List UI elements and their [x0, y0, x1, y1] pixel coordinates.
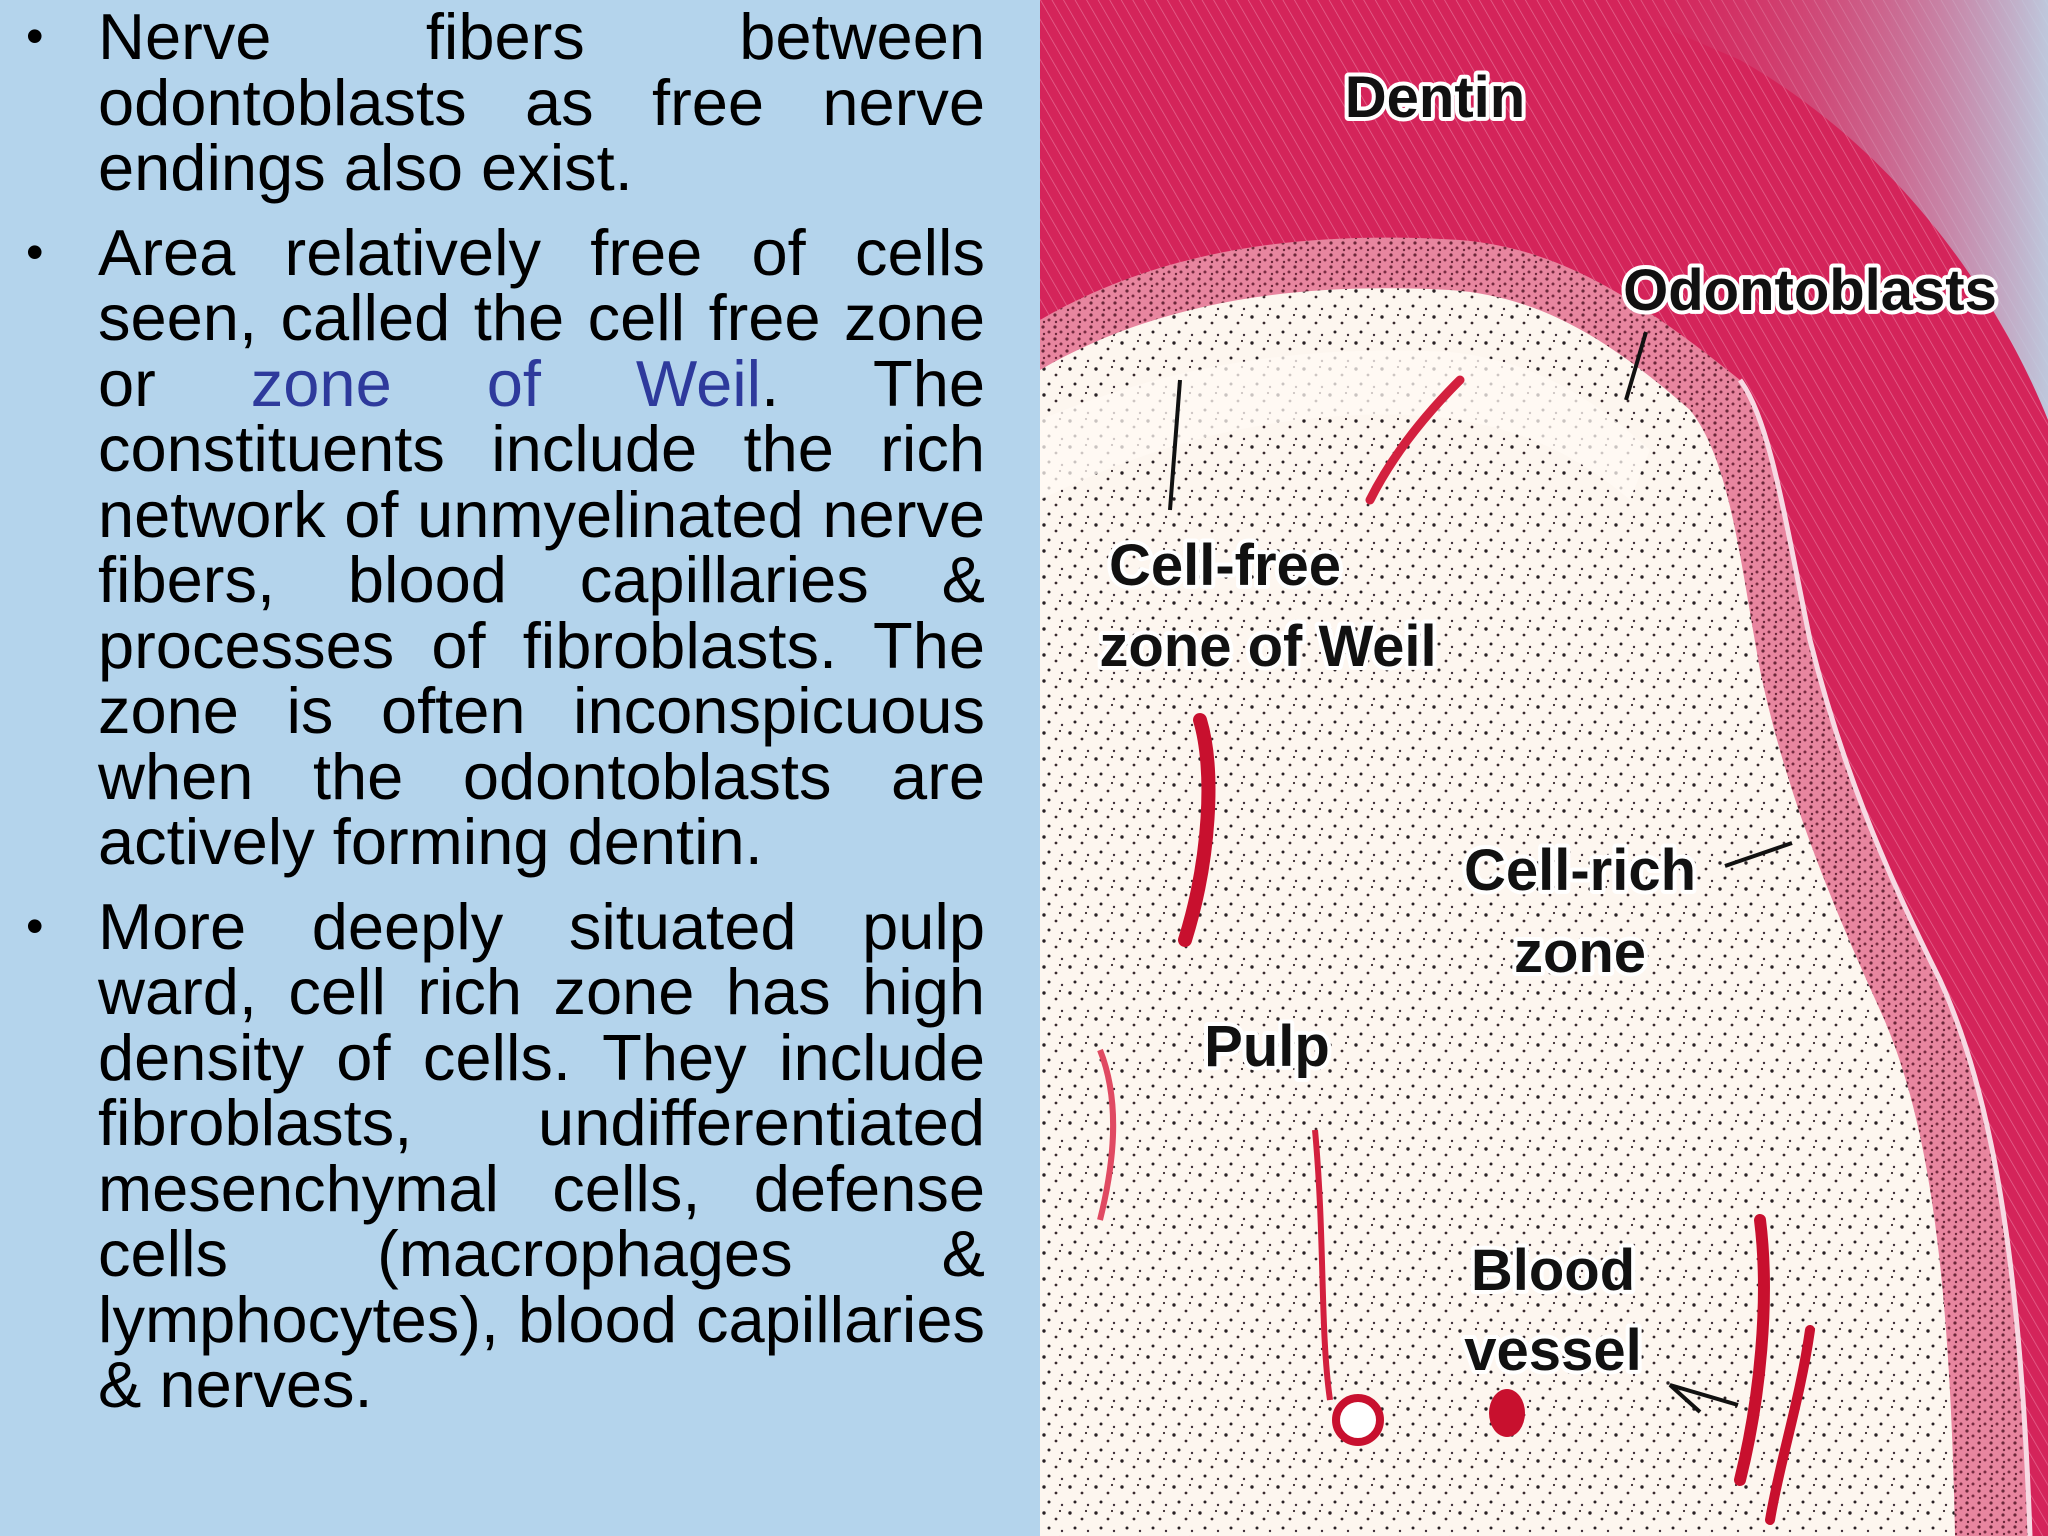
blood-vessel-4: [1734, 1214, 1770, 1486]
histology-figure: Dentin Odontoblasts Cell-free zone of We…: [1040, 0, 2048, 1536]
blood-vessel-1: [1178, 713, 1216, 947]
bullet-text-part: Area relatively free of cells seen, call…: [98, 215, 985, 420]
bullet-text: More deeply situated pulp ward, cell ric…: [98, 889, 985, 1421]
blood-vessel-5: [1765, 1325, 1815, 1525]
cell-free-zone-area: [1040, 350, 1650, 500]
blood-vessel-6: [1097, 1048, 1117, 1221]
bullet-dot: •: [26, 223, 44, 280]
text-panel: • Nerve fibers between odontoblasts as f…: [0, 0, 1040, 1418]
bullet-list: • Nerve fibers between odontoblasts as f…: [0, 0, 1040, 1418]
zone-of-weil-highlight: zone of Weil: [250, 346, 762, 420]
bullet-dot: •: [26, 8, 44, 64]
label-cell-free-line2: zone of Weil: [1099, 614, 1436, 679]
vessel-cross-section-filled: [1489, 1389, 1525, 1437]
bullet-item-cell-free-zone: • Area relatively free of cells seen, ca…: [0, 219, 985, 875]
bullet-item-cell-rich-zone: • More deeply situated pulp ward, cell r…: [0, 893, 985, 1418]
label-odontoblasts: Odontoblasts: [1623, 258, 1997, 323]
pulp-histology-illustration: Dentin Odontoblasts Cell-free zone of We…: [1040, 0, 2048, 1536]
label-blood-line1: Blood: [1471, 1238, 1635, 1303]
predentin-line: [1737, 378, 2033, 1536]
bullet-item-nerve-fibers: • Nerve fibers between odontoblasts as f…: [0, 4, 985, 201]
pulp-cells: [1040, 288, 1955, 1536]
label-pulp: Pulp: [1204, 1014, 1330, 1079]
bullet-text-part: . The constituents include the rich netw…: [98, 346, 985, 878]
leader-cell-free: [1168, 379, 1182, 511]
blood-vessel-3: [1312, 1129, 1333, 1401]
leader-cell-rich: [1724, 841, 1793, 868]
leader-odontoblasts: [1624, 331, 1648, 401]
label-cell-free-line1: Cell-free: [1109, 533, 1341, 598]
vessel-cross-section: [1332, 1394, 1384, 1446]
bullet-text: Nerve fibers between odontoblasts as fre…: [98, 0, 985, 204]
label-cell-rich-line1: Cell-rich: [1464, 838, 1696, 903]
label-dentin: Dentin: [1345, 65, 1525, 130]
label-cell-rich-line2: zone: [1514, 920, 1646, 985]
label-blood-line2: vessel: [1464, 1318, 1641, 1383]
leader-blood-vessel: [1668, 1383, 1739, 1414]
bullet-dot: •: [26, 897, 44, 954]
blood-vessel-2: [1365, 375, 1465, 505]
dentin-edge-highlight: [1600, 0, 2048, 420]
